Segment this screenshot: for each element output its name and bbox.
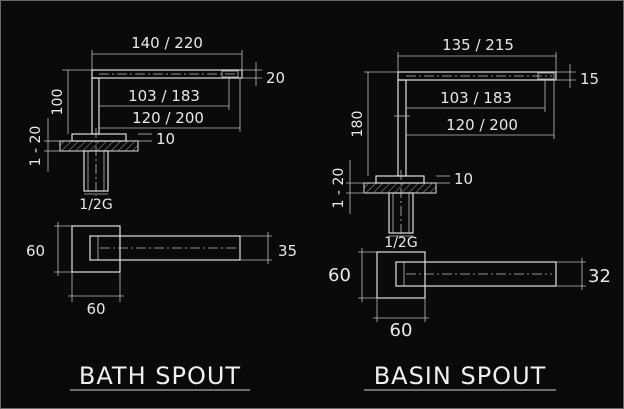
bath-dim-inner-length: 103 / 183 [128,87,200,105]
bath-spout-arm [91,69,243,79]
bath-dim-plate-width: 60 [86,300,105,318]
basin-dim-adjust: 1 - 20 [331,168,347,209]
basin-caption: BASIN SPOUT [374,362,547,390]
basin-dim-spout-width: 32 [588,266,611,287]
basin-riser [397,79,407,177]
basin-side-view: 135 / 215 15 180 103 / 183 120 / 200 10 … [331,36,599,251]
basin-dim-mid-length: 120 / 200 [446,116,518,134]
basin-flange [363,182,437,194]
basin-dim-thread: 1/2G [384,235,417,251]
basin-plate [376,251,426,299]
bath-dim-flange-gap: 10 [156,130,175,148]
bath-flange [59,140,139,152]
basin-dim-inner-length: 103 / 183 [440,89,512,107]
basin-plan-view: 60 32 60 [328,248,611,341]
bath-caption: BATH SPOUT [79,362,241,390]
basin-spout-arm [397,71,557,81]
bath-side-view: 140 / 220 20 100 103 / 183 120 / 200 10 … [28,34,285,213]
bath-plan-view: 60 35 60 [26,222,297,318]
bath-plate [71,225,121,273]
bath-riser [91,77,100,135]
basin-dim-plate-width: 60 [390,320,413,341]
bath-dim-spout-width: 35 [278,242,297,260]
bath-dim-adjust: 1 - 20 [28,126,44,167]
bath-dim-riser-height: 100 [50,89,66,116]
bath-dim-plate-height: 60 [26,242,45,260]
bath-spout-top [89,235,241,261]
bath-dim-mid-length: 120 / 200 [132,109,204,127]
bath-dim-spout-height: 20 [266,69,285,87]
basin-dim-flange-gap: 10 [454,170,473,188]
basin-dim-plate-height: 60 [328,265,351,286]
basin-dim-riser-height: 180 [350,111,366,138]
bath-dim-overall-length: 140 / 220 [131,34,203,52]
basin-dim-spout-height: 15 [580,70,599,88]
bath-dim-thread: 1/2G [79,197,112,213]
basin-dim-overall-length: 135 / 215 [442,36,514,54]
basin-spout-top [395,261,557,287]
